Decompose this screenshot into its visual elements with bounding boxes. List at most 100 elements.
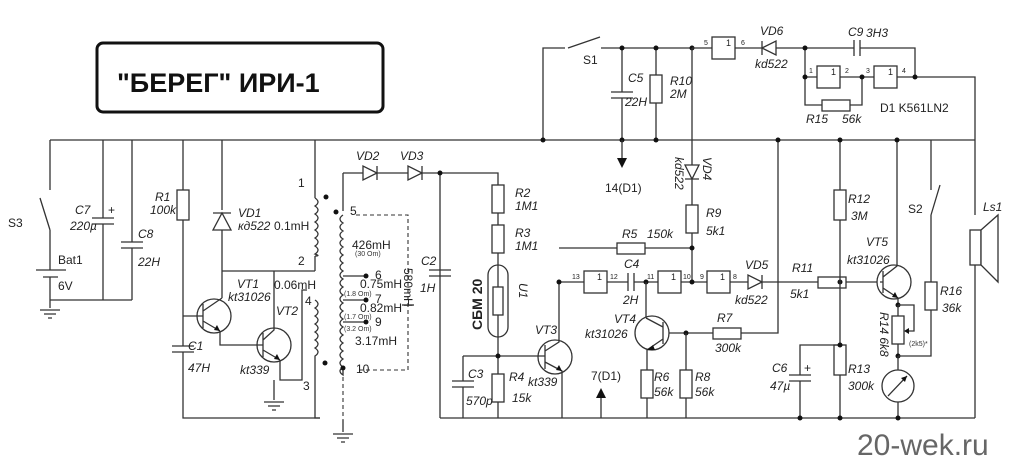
resistor-r15: [821, 99, 851, 112]
c9-label: C9: [848, 25, 864, 39]
speaker-ls1: [969, 229, 982, 266]
inverter-gate-9-8: [706, 270, 731, 294]
resistor-r12: [833, 189, 847, 221]
r6-value: 56k: [654, 385, 674, 399]
diode-vd5: [747, 273, 764, 291]
u1-label: U1: [516, 283, 530, 298]
c3-label: C3: [468, 367, 484, 381]
capacitor-c7: [92, 140, 114, 300]
pin-7: 7: [375, 292, 382, 306]
s1-label: S1: [583, 53, 598, 67]
ground-symbol: [40, 299, 132, 319]
r6-label: R6: [654, 370, 670, 384]
gate-pin: 2: [845, 68, 849, 75]
gate-pin: 9: [700, 274, 704, 281]
r8-label: R8: [695, 370, 711, 384]
resistor-r16: [924, 281, 938, 311]
c2-label: C2: [421, 254, 437, 268]
r7-value: 300k: [715, 341, 742, 355]
net-7-d1: 7(D1): [591, 369, 621, 383]
c5-label: C5: [628, 71, 644, 85]
vt2-label: VT2: [276, 304, 298, 318]
gate-pin: 10: [683, 274, 691, 281]
resistor-r5: [616, 242, 646, 255]
vd4-label: VD4: [700, 157, 714, 181]
c9-value: 3H3: [866, 26, 888, 40]
pin-6: 6: [375, 268, 382, 282]
r11-value: 5k1: [790, 287, 809, 301]
vd3-label: VD3: [400, 149, 424, 163]
capacitor-c8: [121, 140, 143, 300]
r15-label: R15: [806, 112, 828, 126]
vd1-label: VD1: [238, 206, 261, 220]
gate-pin: 1: [809, 68, 813, 75]
battery-bat1: [36, 269, 66, 300]
gate-sym: 1: [726, 38, 731, 48]
r9-label: R9: [706, 206, 722, 220]
gate-sym: 1: [888, 67, 893, 77]
gate-sym: 1: [671, 272, 676, 282]
r4-value: 15k: [512, 391, 532, 405]
gate-pin: 13: [572, 274, 580, 281]
title-box: [95, 41, 385, 114]
l34-value: 0.06mH: [274, 278, 316, 292]
gate-pin: 6: [741, 40, 745, 47]
inverter-gate-5-6: [711, 36, 736, 60]
l12-value: 0.1mH: [274, 219, 309, 233]
r13-label: R13: [848, 362, 870, 376]
pin-10: 10: [356, 362, 370, 376]
vd5-value: kd522: [735, 293, 768, 307]
gate-sym: 1: [720, 272, 725, 282]
gate-pin: 4: [902, 68, 906, 75]
r9-value: 5k1: [706, 224, 725, 238]
r15-value: 56k: [842, 112, 862, 126]
inverter-gate-1-2: [816, 65, 841, 89]
l79-resistance: (1.7 Om): [344, 314, 372, 321]
capacitor-c1: [172, 318, 320, 419]
c3-value: 570p: [466, 394, 493, 408]
inverter-gate-11-10: [657, 270, 682, 294]
resistor-r4: [491, 373, 505, 403]
diode-vd6: [760, 39, 777, 57]
vt1-label: VT1: [237, 277, 259, 291]
resistor-r10: [649, 74, 663, 104]
diode-vd2: [362, 164, 379, 182]
r2-value: 1M1: [515, 199, 538, 213]
r13-value: 300k: [848, 379, 875, 393]
resistor-r3: [491, 224, 505, 254]
gate-pin: 12: [610, 274, 618, 281]
gate-pin: 11: [647, 274, 654, 281]
c4-value: 2H: [622, 293, 639, 307]
r12-label: R12: [848, 192, 870, 206]
r3-value: 1M1: [515, 239, 538, 253]
l56-value: 426mH: [352, 238, 391, 252]
title: "БЕРЕГ" ИРИ-1: [117, 68, 320, 98]
vt3-value: kt339: [528, 375, 558, 389]
l67-resistance: (1.8 Om): [344, 291, 372, 298]
resistor-r6: [640, 369, 654, 399]
r4-label: R4: [509, 370, 525, 384]
l910-resistance: (3.2 Om): [344, 326, 372, 333]
vd6-value: kd522: [755, 57, 788, 71]
s3-label: S3: [8, 216, 23, 230]
switch-s3: [39, 140, 51, 270]
capacitor-c6: [789, 344, 840, 418]
coil-secondary: [339, 214, 345, 377]
gate-sym: 1: [831, 67, 836, 77]
r2-label: R2: [515, 186, 531, 200]
diode-vd4: [683, 164, 701, 181]
transistor-vt3: [537, 339, 573, 375]
bat1-label: Bat1: [58, 253, 83, 267]
resistor-r2: [491, 184, 505, 214]
vt2-value: kt339: [240, 363, 270, 377]
r5-label: R5: [622, 227, 638, 241]
r7-label: R7: [717, 311, 734, 325]
inverter-gate-3-4: [873, 65, 898, 89]
r8-value: 56k: [695, 385, 715, 399]
capacitor-c9: [853, 40, 861, 56]
pin-1: 1: [298, 176, 305, 190]
vt5-value: kt31026: [847, 253, 890, 267]
capacitor-c2: [429, 269, 451, 277]
gate-pin: 3: [866, 68, 870, 75]
